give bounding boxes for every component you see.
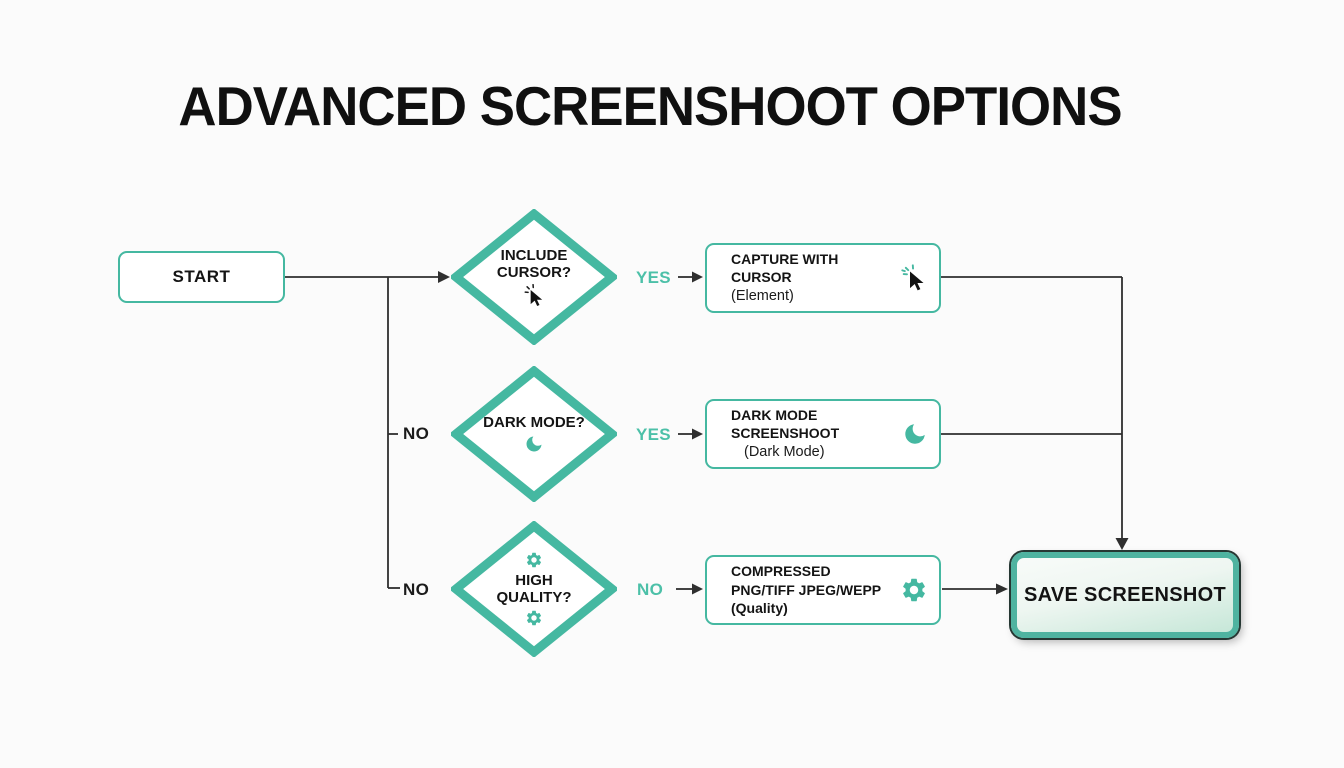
edge-label-yes-2: YES (636, 425, 671, 444)
gear-icon (525, 551, 543, 569)
edge-label-no-3: NO (637, 580, 664, 599)
gear-icon (525, 609, 543, 627)
edge-label-yes-1: YES (636, 268, 671, 287)
save-screenshot-button[interactable]: SAVE SCREENSHOT (1011, 552, 1239, 638)
start-label: START (172, 267, 231, 286)
edge-label-no-branch-2: NO (403, 580, 430, 599)
moon-icon (902, 421, 928, 447)
result-capture-with-cursor: CAPTURE WITH CURSOR (Element) (705, 243, 941, 313)
decision-include-cursor: INCLUDE CURSOR? (451, 209, 617, 345)
decision-dark-mode: DARK MODE? (451, 366, 617, 502)
cursor-click-icon (901, 264, 928, 292)
result-dark-mode-screenshot: DARK MODE SCREENSHOOT (Dark Mode) (705, 399, 941, 469)
decision-question: HIGH QUALITY? (496, 571, 572, 606)
decision-question: DARK MODE? (483, 413, 585, 431)
result-title: COMPRESSED PNG/TIFF JPEG/WEPP (Quality) (731, 563, 881, 617)
cursor-click-icon (523, 284, 546, 307)
diamond-shape (451, 209, 617, 345)
page-title: ADVANCED SCREENSHOOT OPTIONS (178, 75, 1122, 137)
result-subtitle: (Dark Mode) (744, 443, 825, 460)
result-title: CAPTURE WITH CURSOR (731, 250, 839, 286)
diamond-shape (451, 521, 617, 657)
result-subtitle: (Element) (731, 287, 794, 304)
save-screenshot-label: SAVE SCREENSHOT (1024, 583, 1226, 606)
moon-icon (524, 434, 544, 454)
decision-high-quality: HIGH QUALITY? (451, 521, 617, 657)
edge-label-no-branch-1: NO (403, 424, 430, 443)
start-node: START (118, 251, 285, 303)
diamond-shape (451, 366, 617, 502)
decision-question: INCLUDE CURSOR? (496, 246, 572, 281)
gear-icon (900, 576, 928, 604)
result-title: DARK MODE SCREENSHOOT (731, 406, 840, 442)
result-compressed-formats: COMPRESSED PNG/TIFF JPEG/WEPP (Quality) (705, 555, 941, 625)
